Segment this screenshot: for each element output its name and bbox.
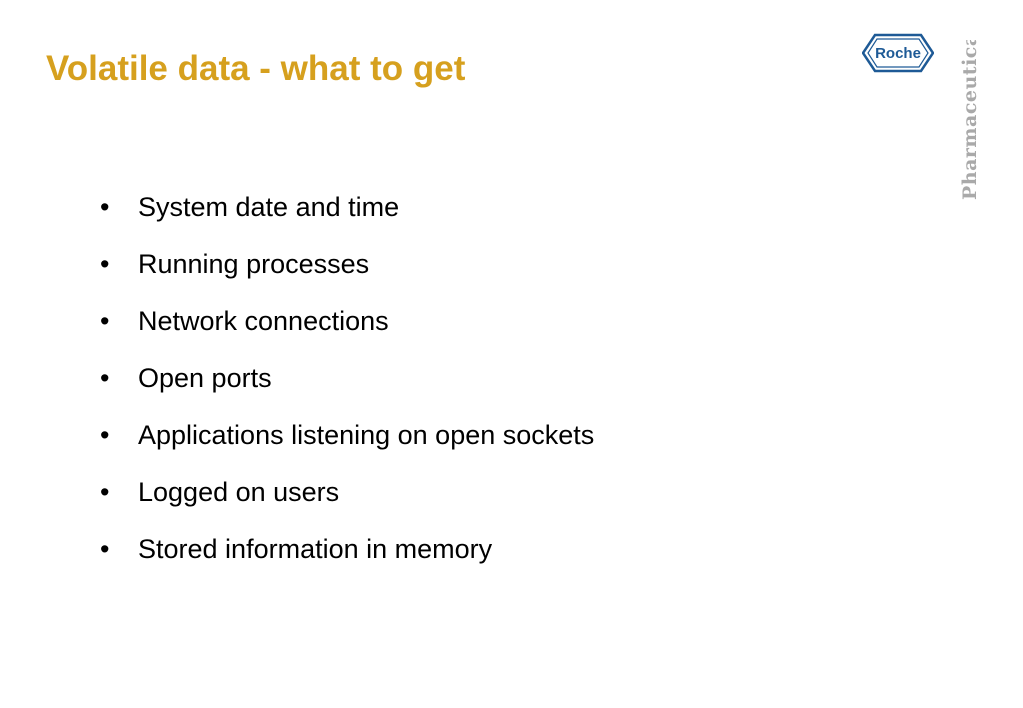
division-label: Pharmaceuticals bbox=[959, 40, 981, 200]
bullet-item: • Network connections bbox=[100, 298, 594, 355]
bullet-marker: • bbox=[100, 477, 110, 507]
bullet-item: • Stored information in memory bbox=[100, 526, 594, 583]
roche-logo: Roche bbox=[862, 33, 934, 73]
bullet-item: • Open ports bbox=[100, 355, 594, 412]
logo-text: Roche bbox=[875, 45, 921, 62]
bullet-marker: • bbox=[100, 249, 110, 279]
bullet-marker: • bbox=[100, 306, 110, 336]
bullet-marker: • bbox=[100, 192, 110, 222]
bullet-text: Stored information in memory bbox=[138, 534, 493, 564]
bullet-item: • Logged on users bbox=[100, 469, 594, 526]
bullet-text: Logged on users bbox=[138, 477, 340, 507]
slide-title: Volatile data - what to get bbox=[46, 49, 466, 88]
bullet-list: • System date and time • Running process… bbox=[100, 184, 594, 583]
bullet-text: Network connections bbox=[138, 306, 389, 336]
bullet-text: System date and time bbox=[138, 192, 400, 222]
bullet-item: • System date and time bbox=[100, 184, 594, 241]
bullet-text: Open ports bbox=[138, 363, 272, 393]
bullet-marker: • bbox=[100, 420, 110, 450]
division-label-svg: Pharmaceuticals bbox=[959, 14, 981, 200]
bullet-text: Applications listening on open sockets bbox=[138, 420, 595, 450]
roche-hexagon-logo-icon: Roche bbox=[862, 33, 934, 73]
bullet-item: • Applications listening on open sockets bbox=[100, 412, 594, 469]
bullet-text: Running processes bbox=[138, 249, 370, 279]
bullet-marker: • bbox=[100, 534, 110, 564]
bullet-marker: • bbox=[100, 363, 110, 393]
bullet-item: • Running processes bbox=[100, 241, 594, 298]
division-label-area: Pharmaceuticals bbox=[940, 14, 1000, 210]
